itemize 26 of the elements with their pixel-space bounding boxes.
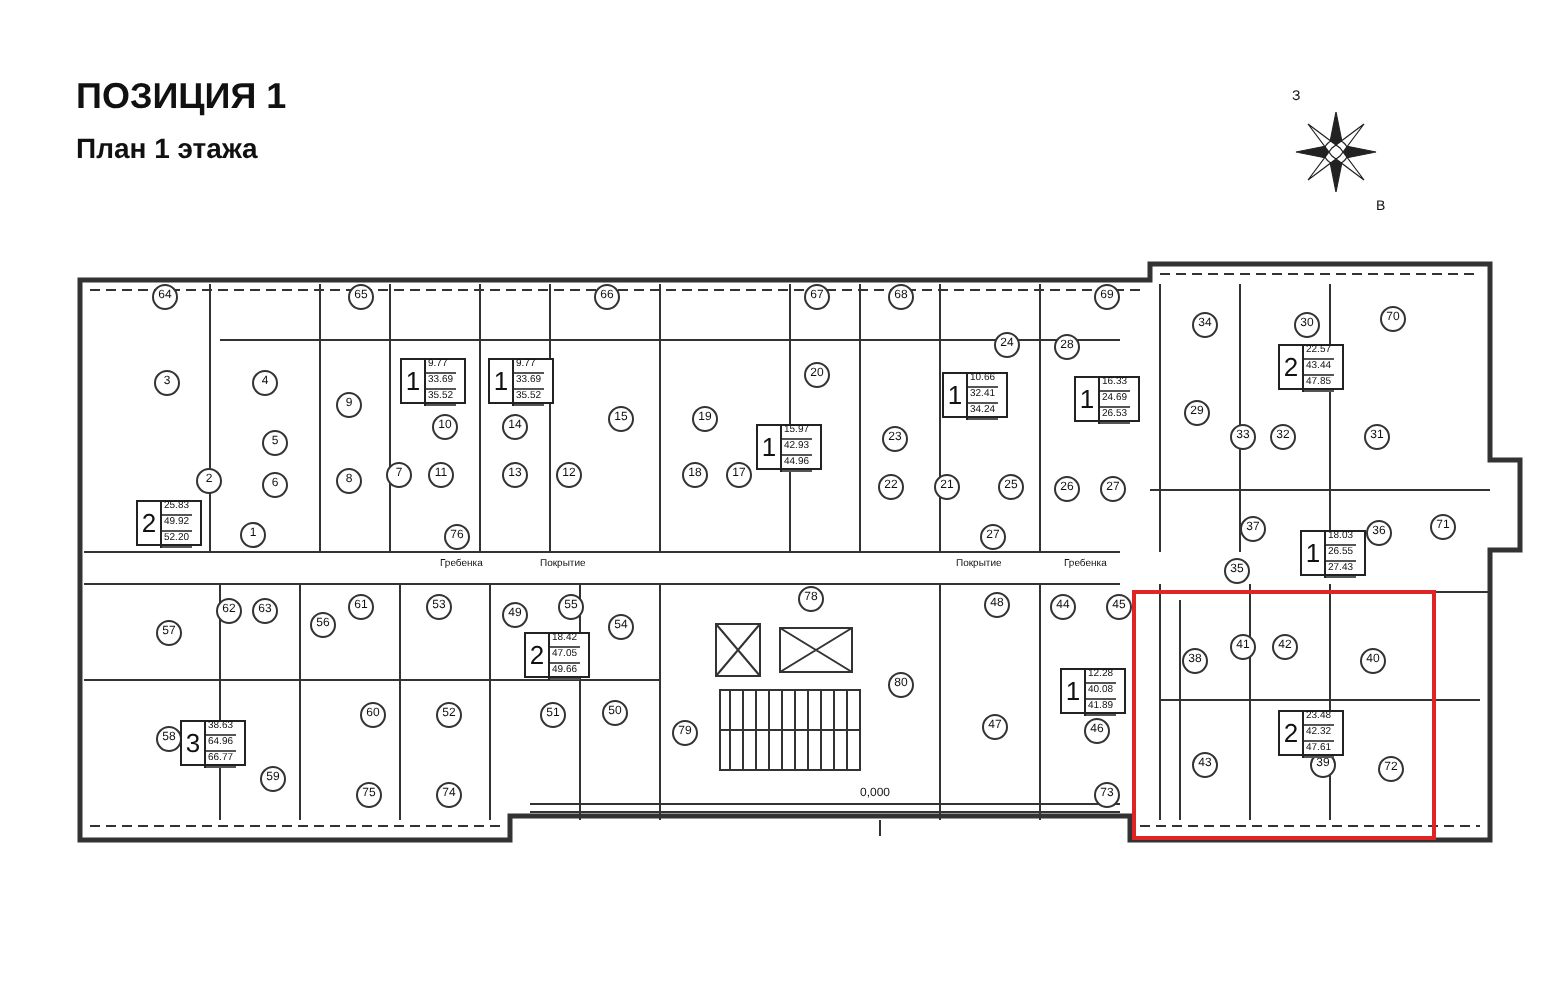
- room-count: 2: [1281, 718, 1301, 748]
- apartment-info-card: [136, 500, 202, 546]
- room-count: 1: [403, 366, 423, 396]
- room-count: 1: [491, 366, 511, 396]
- apartment-info-card: [1060, 668, 1126, 714]
- room-count: 3: [183, 728, 203, 758]
- apartment-info-card: [756, 424, 822, 470]
- apartment-info-card: [1278, 710, 1344, 756]
- apartment-info-card: [488, 358, 554, 404]
- room-count: 1: [759, 432, 779, 462]
- title: ПОЗИЦИЯ 1: [76, 76, 287, 118]
- apartment-info-card: [1074, 376, 1140, 422]
- room-count: 1: [1063, 676, 1083, 706]
- apartment-info-card: [180, 720, 246, 766]
- room-count: 1: [1303, 538, 1323, 568]
- apartment-info-card: [1278, 344, 1344, 390]
- apartment-info-card: [942, 372, 1008, 418]
- room-count: 1: [945, 380, 965, 410]
- apartment-info-card: [524, 632, 590, 678]
- apartment-info-card: [1300, 530, 1366, 576]
- room-count: 2: [139, 508, 159, 538]
- apartment-info-card: [400, 358, 466, 404]
- room-count: 2: [527, 640, 547, 670]
- room-count: 2: [1281, 352, 1301, 382]
- room-count: 1: [1077, 384, 1097, 414]
- subtitle: План 1 этажа: [76, 132, 258, 164]
